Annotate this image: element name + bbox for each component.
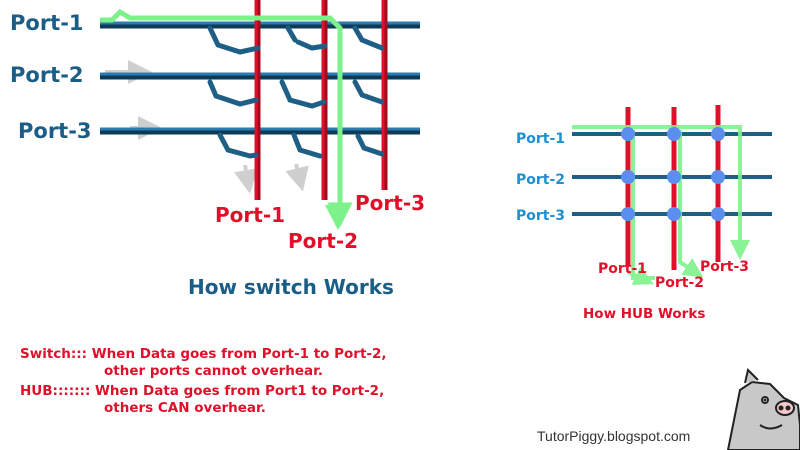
hub-note-line2: others CAN overhear. bbox=[104, 400, 266, 416]
switch-data-arrow bbox=[325, 205, 350, 230]
switch-note-line2: other ports cannot overhear. bbox=[104, 363, 324, 379]
switch-data-path bbox=[100, 8, 353, 228]
hub-note-line1: HUB::::::: When Data goes from Port1 to … bbox=[20, 383, 385, 399]
hub-input-port-1-label: Port-1 bbox=[516, 131, 565, 147]
footer-site-url: TutorPiggy.blogspot.com bbox=[537, 428, 691, 444]
switch-diagram: Port-1 Port-2 Port-3 Port-1 Port-2 Port-… bbox=[10, 0, 425, 299]
switch-input-port-1-label: Port-1 bbox=[10, 11, 84, 35]
hub-output-port-2-label: Port-2 bbox=[655, 275, 704, 291]
switch-input-port-3-label: Port-3 bbox=[18, 119, 92, 143]
hub-diagram: Port-1 Port-2 Port-3 Port-1 Port-2 Port-… bbox=[516, 105, 772, 322]
piggy-mascot-image bbox=[726, 368, 800, 450]
hub-caption: How HUB Works bbox=[583, 306, 705, 322]
switch-caption: How switch Works bbox=[188, 275, 394, 299]
switch-input-arrows bbox=[105, 60, 309, 194]
switch-note-line1: Switch::: When Data goes from Port-1 to … bbox=[20, 346, 387, 362]
switch-input-port-2-label: Port-2 bbox=[10, 63, 84, 87]
switch-output-port-1-label: Port-1 bbox=[215, 203, 285, 227]
hub-data-paths bbox=[572, 125, 750, 285]
switch-output-port-3-label: Port-3 bbox=[355, 191, 425, 215]
hub-output-port-1-label: Port-1 bbox=[598, 261, 647, 277]
switch-output-port-2-label: Port-2 bbox=[288, 229, 358, 253]
hub-output-port-3-label: Port-3 bbox=[700, 259, 749, 275]
hub-input-port-3-label: Port-3 bbox=[516, 208, 565, 224]
hub-input-port-2-label: Port-2 bbox=[516, 172, 565, 188]
switch-contacts bbox=[207, 25, 385, 159]
switch-output-lines bbox=[254, 0, 388, 200]
hub-nodes bbox=[621, 127, 725, 221]
